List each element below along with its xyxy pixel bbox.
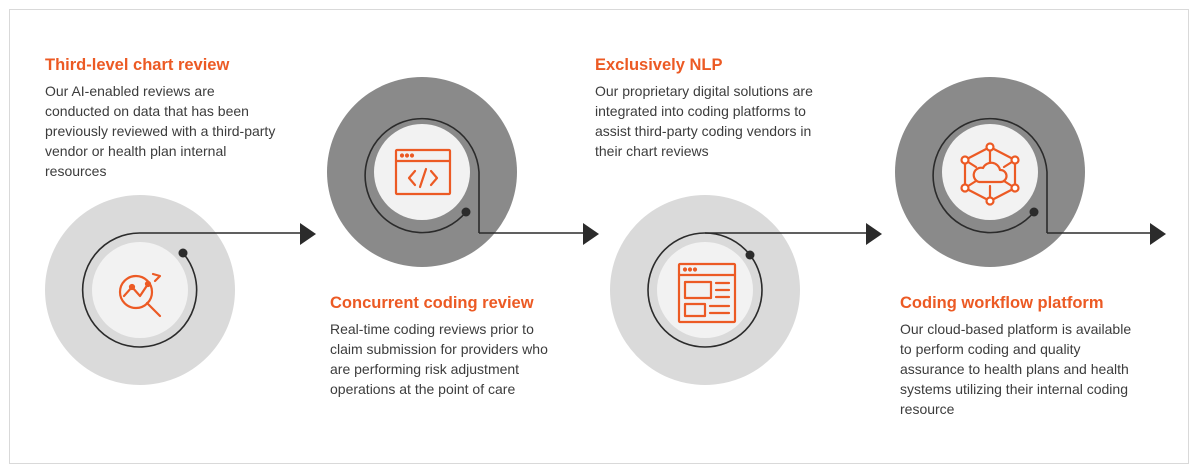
step-1-description: Our AI-enabled reviews are conducted on …	[45, 83, 276, 179]
step-4-ring-dot	[1029, 207, 1039, 217]
step-4-ring-arc	[932, 117, 1048, 234]
step-2-ring-arc	[364, 117, 480, 234]
step-2-arrow	[479, 223, 599, 245]
step-2-text: Concurrent coding review Real-time codin…	[330, 294, 570, 399]
magnifier-chart-icon	[118, 272, 162, 318]
step-1-text: Third-level chart review Our AI-enabled …	[45, 56, 280, 181]
step-3-inner-disc	[657, 242, 753, 338]
cloud-network-icon	[960, 142, 1020, 206]
step-4-arrow	[1047, 223, 1166, 245]
step-3-description: Our proprietary digital solutions are in…	[595, 83, 813, 159]
step-1-node	[45, 195, 235, 385]
step-4-node	[895, 77, 1085, 267]
step-3-arrow	[705, 223, 882, 245]
step-4-text: Coding workflow platform Our cloud-based…	[900, 294, 1135, 419]
step-2-description: Real-time coding reviews prior to claim …	[330, 321, 548, 397]
step-2-title: Concurrent coding review	[330, 294, 534, 312]
step-3-ring-dot	[745, 250, 755, 260]
step-1-title: Third-level chart review	[45, 56, 230, 74]
step-1-ring-arc	[81, 232, 198, 348]
step-1-arrow	[140, 223, 316, 245]
step-1-inner-disc	[92, 242, 188, 338]
step-3-ring-arc	[647, 232, 763, 348]
step-2-inner-disc	[374, 124, 470, 220]
step-4-description: Our cloud-based platform is available to…	[900, 321, 1132, 417]
step-2-ring-dot	[461, 207, 471, 217]
step-1-ring-dot	[178, 248, 188, 258]
diagram-frame	[9, 9, 1189, 464]
code-window-icon	[394, 148, 452, 196]
step-3-title: Exclusively NLP	[595, 56, 723, 74]
step-3-node	[610, 195, 800, 385]
step-3-text: Exclusively NLP Our proprietary digital …	[595, 56, 825, 161]
step-4-title: Coding workflow platform	[900, 294, 1104, 312]
webpage-layout-icon	[677, 262, 737, 324]
step-2-node	[327, 77, 517, 267]
step-4-inner-disc	[942, 124, 1038, 220]
